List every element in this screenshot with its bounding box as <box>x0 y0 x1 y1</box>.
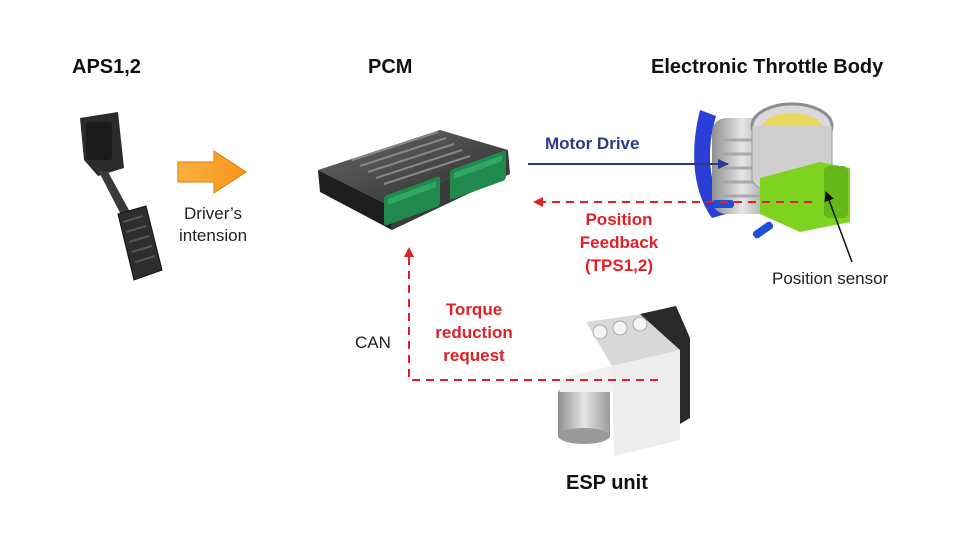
throttle-body-title: Electronic Throttle Body <box>651 56 884 78</box>
position-feedback-line-2: Feedback <box>579 233 659 252</box>
pcm-title: PCM <box>368 56 413 78</box>
position-feedback-label: Position Feedback (TPS1,2) <box>566 208 672 277</box>
position-sensor-pointer <box>824 191 853 263</box>
position-feedback-line-1: Position <box>585 210 653 229</box>
torque-request-line-3: request <box>443 346 505 365</box>
driver-intention-arrow <box>177 150 247 194</box>
throttle-body-image <box>694 102 850 239</box>
torque-request-label: Torque reduction request <box>426 298 522 367</box>
motor-drive-label: Motor Drive <box>545 134 640 153</box>
driver-intention-label: Driver’s intension <box>170 203 256 247</box>
aps-title: APS1,2 <box>72 56 141 78</box>
esp-unit-image <box>558 306 690 456</box>
driver-intention-line-1: Driver’s <box>184 204 242 223</box>
position-feedback-line-3: (TPS1,2) <box>584 256 654 275</box>
pcm-module-image <box>318 130 510 230</box>
can-label: CAN <box>355 333 391 352</box>
torque-request-line-1: Torque <box>445 300 503 319</box>
esp-unit-title: ESP unit <box>566 472 648 494</box>
accelerator-pedal-image <box>80 112 163 281</box>
position-sensor-label: Position sensor <box>772 269 889 288</box>
torque-request-line-2: reduction <box>435 323 513 342</box>
driver-intention-line-2: intension <box>178 226 248 245</box>
